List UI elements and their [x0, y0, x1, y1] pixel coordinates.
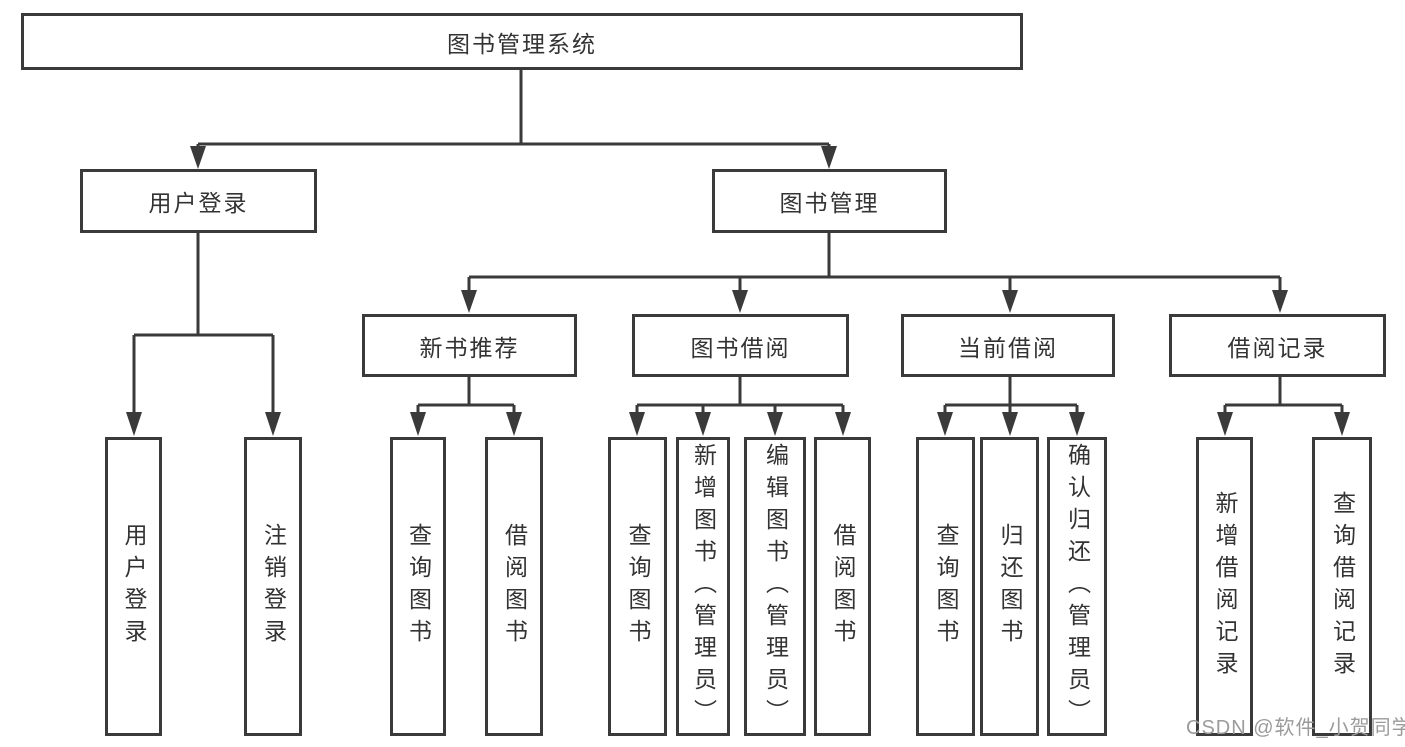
node-root-label: 图书管理系统	[447, 30, 597, 57]
leaf-add-book-admin-label: 新增图书（管理员）	[690, 442, 717, 731]
leaf-borrow-book-borrow: 借阅图书	[814, 437, 871, 736]
leaf-return-book-label: 归还图书	[997, 522, 1023, 651]
leaf-user-login: 用户登录	[105, 437, 162, 736]
leaf-add-book-admin: 新增图书（管理员）	[676, 437, 730, 736]
leaf-query-book-borrow-label: 查询图书	[625, 522, 651, 651]
leaf-confirm-return-admin-label: 确认归还（管理员）	[1064, 442, 1091, 731]
leaf-confirm-return-admin: 确认归还（管理员）	[1047, 437, 1107, 736]
leaf-edit-book-admin-label: 编辑图书（管理员）	[762, 442, 789, 731]
node-user-login-branch: 用户登录	[80, 169, 317, 233]
node-new-book-recommend-label: 新书推荐	[419, 334, 520, 361]
watermark: CSDN @软件_小贺同学	[1186, 717, 1405, 739]
leaf-add-borrow-record-label: 新增借阅记录	[1212, 490, 1238, 683]
node-borrow-records: 借阅记录	[1169, 314, 1386, 377]
node-current-borrow-label: 当前借阅	[958, 334, 1058, 361]
leaf-borrow-book-borrow-label: 借阅图书	[830, 522, 856, 651]
node-book-borrow-label: 图书借阅	[690, 334, 791, 361]
leaf-query-book-borrow: 查询图书	[608, 437, 667, 736]
node-root: 图书管理系统	[21, 13, 1023, 70]
node-user-login-branch-label: 用户登录	[148, 190, 249, 216]
leaf-logout-label: 注销登录	[260, 522, 287, 651]
leaf-add-borrow-record: 新增借阅记录	[1196, 437, 1253, 736]
leaf-borrow-book-newbook: 借阅图书	[485, 437, 543, 736]
node-book-management: 图书管理	[712, 169, 947, 233]
leaf-return-book: 归还图书	[980, 437, 1039, 736]
leaf-query-book-current-label: 查询图书	[933, 522, 959, 651]
node-book-management-label: 图书管理	[779, 190, 880, 216]
leaf-user-login-label: 用户登录	[121, 522, 147, 651]
leaf-edit-book-admin: 编辑图书（管理员）	[744, 437, 806, 736]
node-current-borrow: 当前借阅	[901, 314, 1115, 377]
leaf-query-borrow-record: 查询借阅记录	[1312, 437, 1372, 736]
leaf-query-book-current: 查询图书	[916, 437, 975, 736]
node-new-book-recommend: 新书推荐	[362, 314, 577, 377]
leaf-query-book-newbook: 查询图书	[390, 437, 446, 736]
leaf-logout: 注销登录	[244, 437, 302, 736]
node-book-borrow: 图书借阅	[632, 314, 849, 377]
leaf-borrow-book-newbook-label: 借阅图书	[501, 522, 528, 651]
arrowheads	[126, 146, 1350, 436]
leaf-query-borrow-record-label: 查询借阅记录	[1329, 490, 1356, 683]
node-borrow-records-label: 借阅记录	[1227, 334, 1328, 361]
leaf-query-book-newbook-label: 查询图书	[405, 522, 432, 651]
